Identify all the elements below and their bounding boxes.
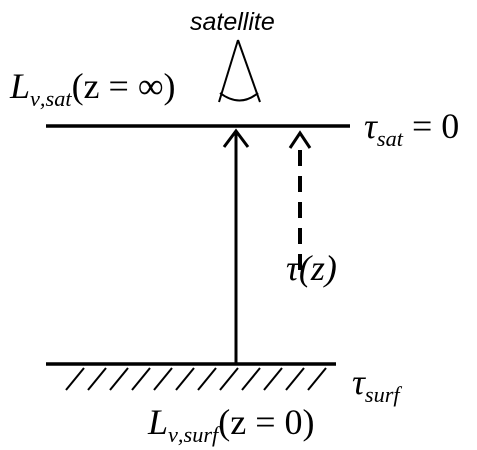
- top-radiance-label: Lν,sat(z = ∞): [10, 66, 176, 109]
- top-radiance-symbol: L: [10, 66, 31, 106]
- tau-sat-label: τsat = 0: [364, 106, 460, 149]
- satellite-label: satellite: [190, 8, 275, 36]
- tau-surf-label: τsurf: [352, 362, 400, 405]
- tau-surf-subscript: surf: [364, 381, 400, 407]
- surface-radiance-argument: (z = 0): [218, 402, 315, 442]
- surface-hatching: [65, 367, 327, 391]
- satellite-cone: [218, 39, 261, 103]
- tau-sat-symbol: τ: [364, 106, 377, 146]
- surface-radiance-subscript: ν,surf: [168, 421, 219, 447]
- tau-sat-rhs: = 0: [402, 106, 460, 146]
- top-radiance-subscript: ν,sat: [30, 85, 72, 111]
- tau-z-text: τ(z): [286, 248, 337, 288]
- tau-surf-symbol: τ: [352, 362, 365, 402]
- tau-sat-subscript: sat: [376, 125, 403, 151]
- surface-radiance-symbol: L: [148, 402, 169, 442]
- surface-radiance-label: Lν,surf(z = 0): [148, 402, 315, 445]
- surface-to-top-arrow: [222, 128, 250, 364]
- dashed-path-arrow: [288, 130, 312, 270]
- tau-z-label: τ(z): [286, 250, 337, 286]
- top-radiance-argument: (z = ∞): [71, 66, 176, 106]
